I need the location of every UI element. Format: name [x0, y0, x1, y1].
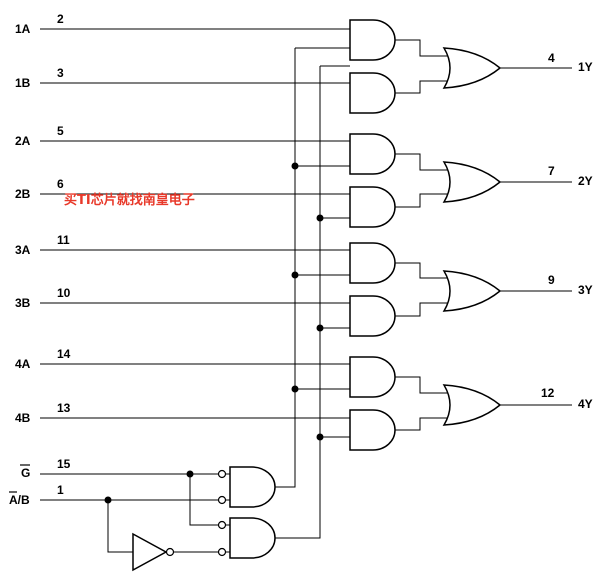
input-bubble — [217, 495, 227, 505]
wire-and6-or — [395, 302, 448, 317]
and-gate-select — [229, 517, 276, 559]
label-y4: 4Y — [578, 397, 593, 411]
label-3b: 3B — [15, 296, 31, 310]
wire-and5-or — [395, 262, 448, 279]
label-4a: 4A — [15, 357, 31, 371]
or-gate — [442, 161, 502, 203]
junction-dot — [104, 496, 112, 504]
inverter — [132, 532, 168, 572]
pin-y4: 12 — [541, 386, 555, 400]
inversion-bubbles — [165, 469, 227, 557]
wire-and8-or — [395, 417, 448, 431]
and-gate — [349, 242, 396, 284]
label-2b: 2B — [15, 187, 31, 201]
junction-dot — [291, 162, 299, 170]
wire-and4-or — [395, 193, 448, 208]
and-gate — [349, 72, 396, 114]
and-gate — [349, 409, 396, 451]
watermark-text: 买TI芯片就找南皇电子 — [64, 192, 195, 208]
label-1a: 1A — [15, 22, 31, 36]
pin-4b: 13 — [57, 401, 71, 415]
pin-y1: 4 — [548, 51, 555, 65]
pin-2a: 5 — [57, 124, 64, 138]
junction-dot — [291, 271, 299, 279]
label-ab: A/B — [9, 493, 30, 507]
or-gate — [442, 47, 502, 89]
wire-ab-drop — [107, 500, 133, 553]
pin-ab: 1 — [57, 483, 64, 497]
and-gate-select — [229, 466, 276, 508]
label-g: G — [21, 466, 30, 480]
input-bubble — [217, 469, 227, 479]
wire-g-drop — [189, 474, 230, 526]
or-gate — [442, 384, 502, 426]
wire-and3-or — [395, 153, 448, 171]
junction-dots — [104, 162, 324, 504]
pin-4a: 14 — [57, 347, 71, 361]
label-2a: 2A — [15, 134, 31, 148]
pin-y2: 7 — [548, 164, 555, 178]
input-bubble — [217, 520, 227, 530]
and-gate — [349, 356, 396, 398]
inverter-bubble — [165, 547, 175, 557]
gates — [132, 19, 502, 572]
label-y2: 2Y — [578, 174, 593, 188]
junction-dot — [316, 324, 324, 332]
junction-dot — [316, 214, 324, 222]
pin-g: 15 — [57, 457, 71, 471]
and-gate — [349, 133, 396, 175]
pin-3b: 10 — [57, 286, 71, 300]
label-3a: 3A — [15, 243, 31, 257]
input-bubble — [217, 547, 227, 557]
and-gate — [349, 186, 396, 228]
label-4b: 4B — [15, 411, 31, 425]
and-gate — [349, 19, 396, 61]
label-y3: 3Y — [578, 283, 593, 297]
pin-1b: 3 — [57, 66, 64, 80]
junction-dot — [316, 433, 324, 441]
junction-dot — [291, 385, 299, 393]
pin-1a: 2 — [57, 12, 64, 26]
wire-and2-or — [395, 80, 448, 94]
bus-en-a — [275, 48, 296, 488]
bus-en-b — [275, 66, 321, 539]
pin-y3: 9 — [548, 273, 555, 287]
label-1b: 1B — [15, 76, 31, 90]
pin-2b: 6 — [57, 177, 64, 191]
and-gate — [349, 295, 396, 337]
junction-dot — [186, 470, 194, 478]
pin-3a: 11 — [57, 233, 70, 247]
label-y1: 1Y — [578, 60, 593, 74]
or-gate — [442, 270, 502, 312]
wire-and7-or — [395, 376, 448, 394]
wire-and1-or — [395, 39, 448, 57]
